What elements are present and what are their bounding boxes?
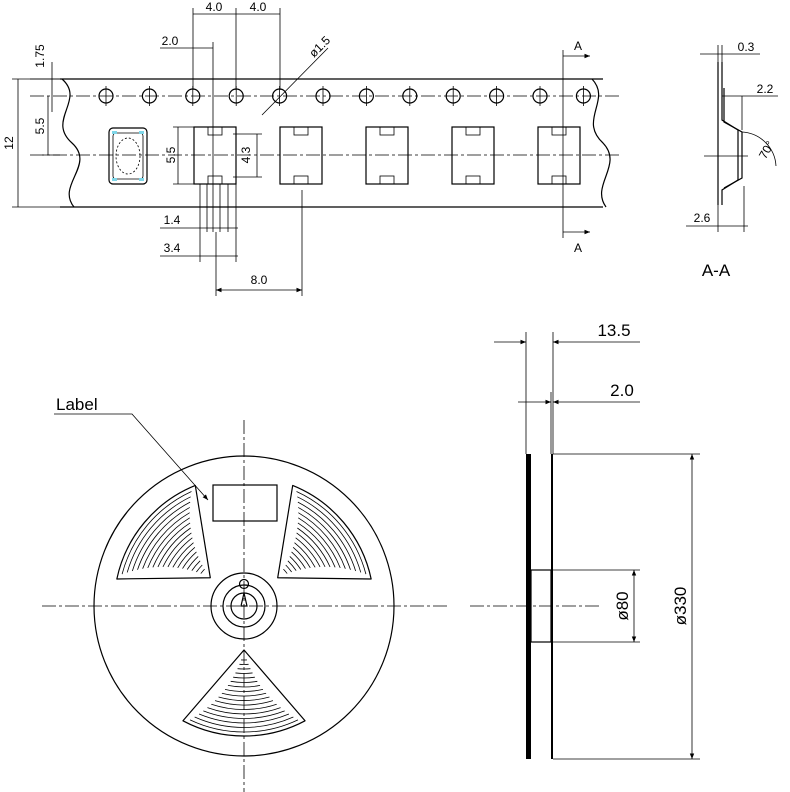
- tape-break-right: [591, 78, 611, 208]
- section-marker-bottom: A: [574, 241, 582, 255]
- dim-hole-offset: 2.0: [162, 34, 179, 48]
- tape-pocket: [279, 126, 323, 185]
- sprocket-hole: [575, 86, 592, 106]
- section-title: A-A: [702, 261, 731, 280]
- component-in-pocket: [108, 127, 148, 185]
- carrier-tape-view: 4.0 4.0 2.0 ø1.5 1.75 5.5 12 5.5 4.3: [2, 0, 620, 296]
- dim-overall-width: 13.5: [597, 321, 630, 340]
- sprocket-hole: [489, 86, 505, 106]
- tape-pocket: [451, 126, 495, 185]
- dim-cover-thickness: 0.3: [738, 40, 755, 54]
- reel-hub-side: [530, 569, 552, 643]
- tape-pocket: [365, 126, 409, 185]
- reel-flange-left: [526, 454, 531, 759]
- sprocket-hole: [532, 86, 548, 106]
- sprocket-hole: [141, 86, 157, 106]
- dim-pocket-width: 5.5: [164, 146, 178, 163]
- reel-side-view: 13.5 2.0 ø80 ø330: [470, 321, 700, 760]
- dim-flange-thickness: 2.0: [610, 381, 634, 400]
- sprocket-hole: [445, 86, 461, 106]
- sprocket-hole: [358, 86, 374, 106]
- sprocket-hole: [98, 86, 114, 106]
- sprocket-hole: [402, 86, 418, 106]
- section-marker-top: A: [574, 39, 582, 53]
- tape-pockets: [193, 126, 581, 185]
- reel-front-view: Label: [42, 395, 450, 792]
- dim-total-depth: 2.6: [694, 211, 711, 225]
- reel-windows: [116, 484, 372, 737]
- dim-tape-width: 12: [2, 136, 16, 150]
- reel-hub: [210, 572, 278, 640]
- sprocket-hole: [315, 86, 331, 106]
- dim-pocket-length: 4.3: [239, 146, 253, 163]
- reel-flange-right: [551, 454, 553, 759]
- dim-edge-to-holes: 1.75: [33, 44, 47, 68]
- dim-holes-to-center: 5.5: [33, 117, 47, 134]
- dim-hole-dia: ø1.5: [306, 33, 333, 60]
- tape-break-left: [61, 78, 81, 208]
- section-aa-view: 0.3 2.2 70° 2.6 A-A: [686, 40, 778, 280]
- label-callout: Label: [56, 395, 98, 414]
- dim-pitch-a: 4.0: [206, 0, 223, 14]
- section-profile: [717, 62, 739, 205]
- label-area: [212, 484, 278, 522]
- reel-window: [116, 484, 211, 580]
- reel-flange: [93, 455, 395, 757]
- dim-hub-dia: ø80: [613, 591, 632, 620]
- dim-pocket-pitch: 8.0: [251, 273, 268, 287]
- dim-lead-b: 3.4: [164, 241, 181, 255]
- reel-window: [182, 649, 306, 737]
- tape-pocket: [537, 126, 581, 185]
- dim-lead-a: 1.4: [164, 213, 181, 227]
- dim-pitch-b: 4.0: [250, 0, 267, 14]
- reel-window: [277, 484, 372, 580]
- dim-wall-angle: 70°: [756, 138, 777, 161]
- dim-reel-dia: ø330: [671, 587, 690, 626]
- dim-pocket-depth: 2.2: [757, 82, 774, 96]
- tape-pocket: [193, 126, 237, 185]
